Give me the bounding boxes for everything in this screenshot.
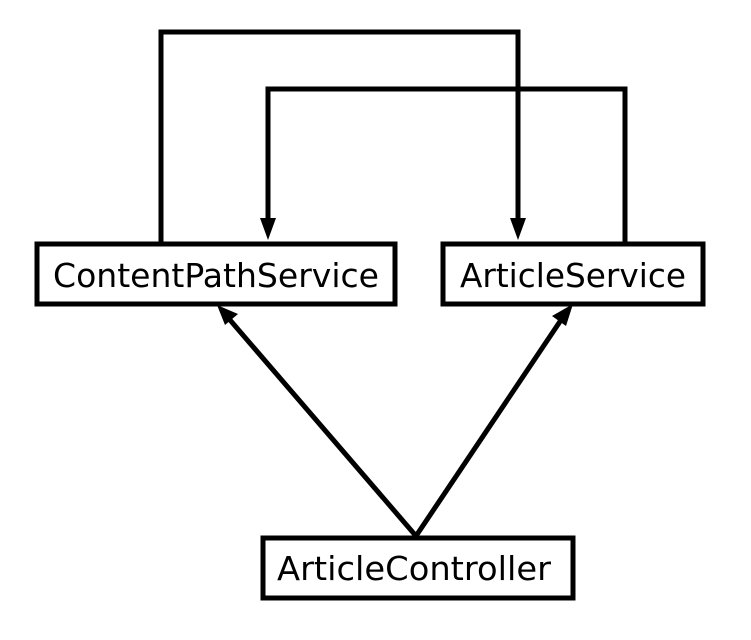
- edge-articlecontroller-to-contentpathservice: [228, 318, 418, 538]
- node-contentpathservice: ContentPathService: [34, 241, 398, 307]
- node-articleservice-label: ArticleService: [460, 256, 686, 295]
- node-articlecontroller-label: ArticleController: [277, 549, 551, 588]
- edge-articleservice-to-contentpathservice: [265, 86, 628, 242]
- arrowhead-into-articleservice: [510, 218, 526, 240]
- arrowhead-into-contentpathservice: [260, 218, 276, 240]
- arrowhead-controller-to-contentpathservice: [217, 305, 238, 325]
- node-articlecontroller: ArticleController: [260, 535, 576, 601]
- edge-contentpathservice-to-articleservice: [158, 29, 521, 242]
- node-articleservice: ArticleService: [440, 241, 706, 307]
- node-contentpathservice-label: ContentPathService: [53, 256, 379, 295]
- edge-articlecontroller-to-articleservice: [413, 318, 564, 538]
- edges: [158, 29, 628, 538]
- arrowhead-controller-to-articleservice: [552, 304, 573, 326]
